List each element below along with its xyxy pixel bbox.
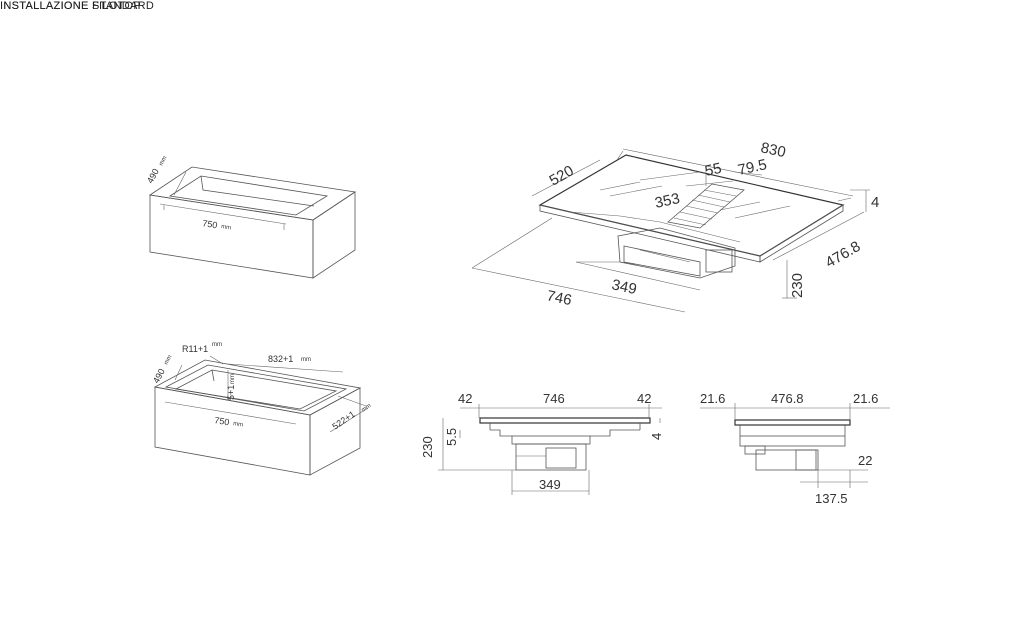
filotop-outer-depth-unit: mm: [361, 403, 373, 414]
iso-unit-depth-label: 476.8: [823, 238, 864, 271]
section-title-standard: INSTALLAZIONE STANDARD: [0, 0, 155, 12]
iso-vent-offset-label: 353: [653, 190, 681, 212]
iso-vent-w1-label: 55: [703, 160, 723, 180]
filotop-outer-width-label: 832+1: [268, 354, 293, 364]
iso-depth-label: 520: [547, 162, 577, 189]
hob-side-view-drawing: 21.6 476.8 21.6 22 137.5: [700, 391, 890, 506]
hob-front-view-drawing: 42 746 42 230 5.5 4 349: [420, 391, 664, 495]
side-left-margin-label: 21.6: [700, 391, 725, 406]
filotop-step-unit: mm: [230, 374, 236, 384]
side-depth-label: 476.8: [771, 391, 804, 406]
front-width-label: 746: [543, 391, 565, 406]
iso-cutout-width-label: 746: [545, 287, 573, 309]
filotop-width-label: 750: [214, 415, 230, 427]
filotop-outer-depth-label: 522+1: [330, 409, 356, 432]
filotop-installation-drawing: R11+1 mm 832+1 mm 490 mm 5+1 mm 750 mm 5…: [151, 342, 373, 476]
front-height-label: 230: [420, 436, 435, 458]
front-right-margin-label: 42: [637, 391, 651, 406]
filotop-step-label: 5+1: [226, 385, 236, 400]
filotop-radius-unit: mm: [212, 342, 222, 348]
iso-vent-w2-label: 79.5: [736, 156, 768, 179]
iso-glass-thickness-label: 4: [871, 194, 879, 211]
side-right-margin-label: 21.6: [853, 391, 878, 406]
front-glass-label: 4: [649, 433, 664, 440]
standard-installation-drawing: 490 mm 750 mm: [145, 155, 357, 279]
side-motor-offset-label: 22: [858, 453, 872, 468]
front-left-margin-label: 42: [458, 391, 472, 406]
filotop-depth-unit: mm: [163, 354, 173, 366]
iso-motor-width-label: 349: [610, 276, 638, 298]
filotop-outer-width-unit: mm: [301, 357, 311, 363]
standard-width-unit: mm: [221, 224, 232, 231]
standard-depth-label: 490: [145, 167, 161, 185]
front-step-label: 5.5: [444, 428, 459, 446]
side-motor-depth-label: 137.5: [815, 491, 848, 506]
standard-width-label: 750: [202, 218, 218, 230]
front-motor-width-label: 349: [539, 477, 561, 492]
standard-depth-unit: mm: [158, 155, 168, 167]
iso-width-label: 830: [759, 139, 787, 161]
filotop-width-unit: mm: [233, 421, 244, 428]
hob-isometric-drawing: 830 520 55 79.5 353 4 476.8 230 746 349: [471, 139, 879, 313]
filotop-radius-label: R11+1: [182, 344, 208, 354]
section-title-filotop: INSTALLAZIONE FILOTOP: [0, 0, 141, 12]
iso-height-label: 230: [789, 273, 806, 298]
